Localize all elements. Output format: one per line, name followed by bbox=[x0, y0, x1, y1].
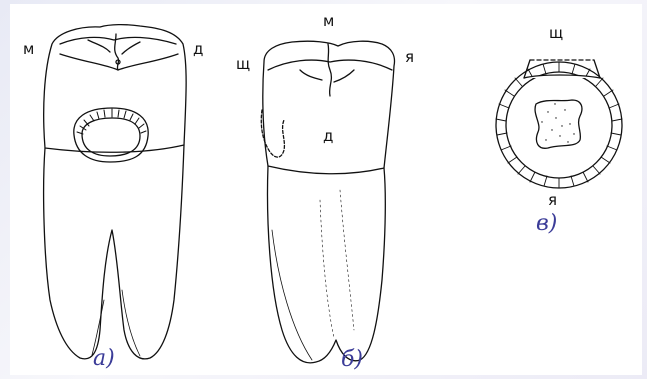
section-c-buccal-label: щ bbox=[549, 26, 563, 41]
tooth-b-caption: б) bbox=[341, 349, 363, 371]
tooth-a-drawing bbox=[44, 25, 187, 359]
tooth-b-drawing bbox=[261, 41, 394, 363]
tooth-a-mesial-label: м bbox=[23, 42, 34, 57]
tooth-b-buccal-label: щ bbox=[236, 57, 250, 72]
tooth-b-mesial-label: м bbox=[323, 14, 334, 29]
tooth-a-distal-label: д bbox=[193, 42, 203, 57]
section-c-lingual-label: я bbox=[548, 193, 557, 208]
tooth-b-lingual-label: я bbox=[405, 50, 414, 65]
section-c-caption: в) bbox=[536, 213, 557, 235]
tooth-b-distal-label: д bbox=[323, 129, 333, 144]
section-c-drawing bbox=[496, 60, 622, 188]
tooth-a-caption: а) bbox=[93, 348, 115, 370]
